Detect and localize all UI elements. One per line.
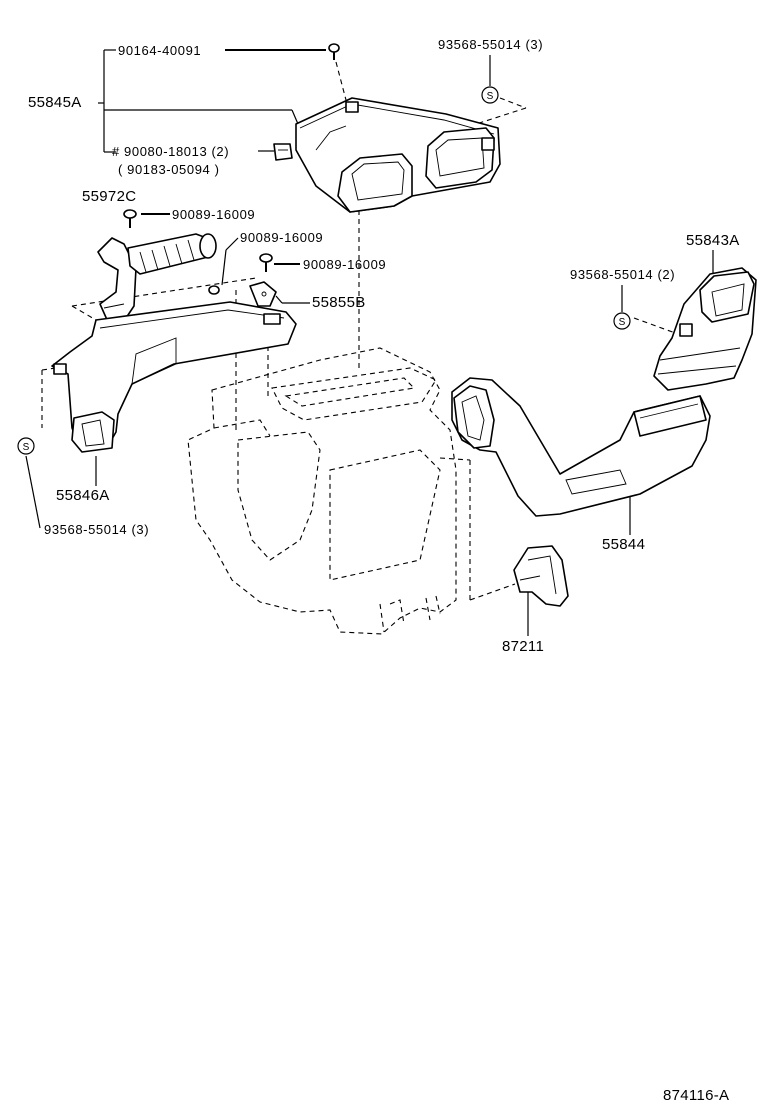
duct-55843A (653, 267, 757, 391)
screw-90089-b (208, 285, 220, 295)
screw-symbol-top: S (481, 86, 499, 104)
svg-text:S: S (619, 317, 626, 328)
duct-55844 (451, 377, 711, 517)
label-90089-16009-c: 90089-16009 (303, 257, 387, 272)
label-90089-16009-b: 90089-16009 (240, 230, 324, 245)
label-90183-05094: ( 90183-05094 ) (118, 162, 220, 177)
screw-symbol-left: S (17, 437, 35, 455)
label-93568-top: 93568-55014 (3) (438, 37, 544, 52)
label-55845A: 55845A (28, 94, 82, 111)
svg-text:S: S (487, 91, 494, 102)
label-55846A: 55846A (56, 487, 110, 504)
label-55844: 55844 (602, 536, 646, 553)
screw-90089-c (259, 253, 273, 272)
label-93568-left: 93568-55014 (3) (44, 522, 150, 537)
label-55855B: 55855B (312, 294, 366, 311)
leader-lines (25, 49, 714, 636)
label-55843A: 55843A (686, 232, 740, 249)
label-87211: 87211 (502, 638, 545, 655)
screw-90164 (328, 43, 340, 60)
label-90164-40091: 90164-40091 (118, 43, 202, 58)
clip-90080 (273, 143, 293, 161)
label-93568-right: 93568-55014 (2) (570, 267, 676, 282)
label-90080-18013: # 90080-18013 (2) (112, 144, 230, 159)
duct-55846A (51, 301, 297, 453)
screw-90089-a (123, 209, 137, 228)
diagram-code: 874116-A (663, 1087, 730, 1104)
heater-unit (187, 347, 457, 635)
svg-text:S: S (23, 442, 30, 453)
bracket-55855B (249, 281, 277, 307)
part-87211 (513, 545, 569, 607)
screw-symbol-right: S (613, 312, 631, 330)
label-55972C: 55972C (82, 188, 137, 205)
duct-55845A (295, 97, 501, 213)
label-90089-16009-a: 90089-16009 (172, 207, 256, 222)
